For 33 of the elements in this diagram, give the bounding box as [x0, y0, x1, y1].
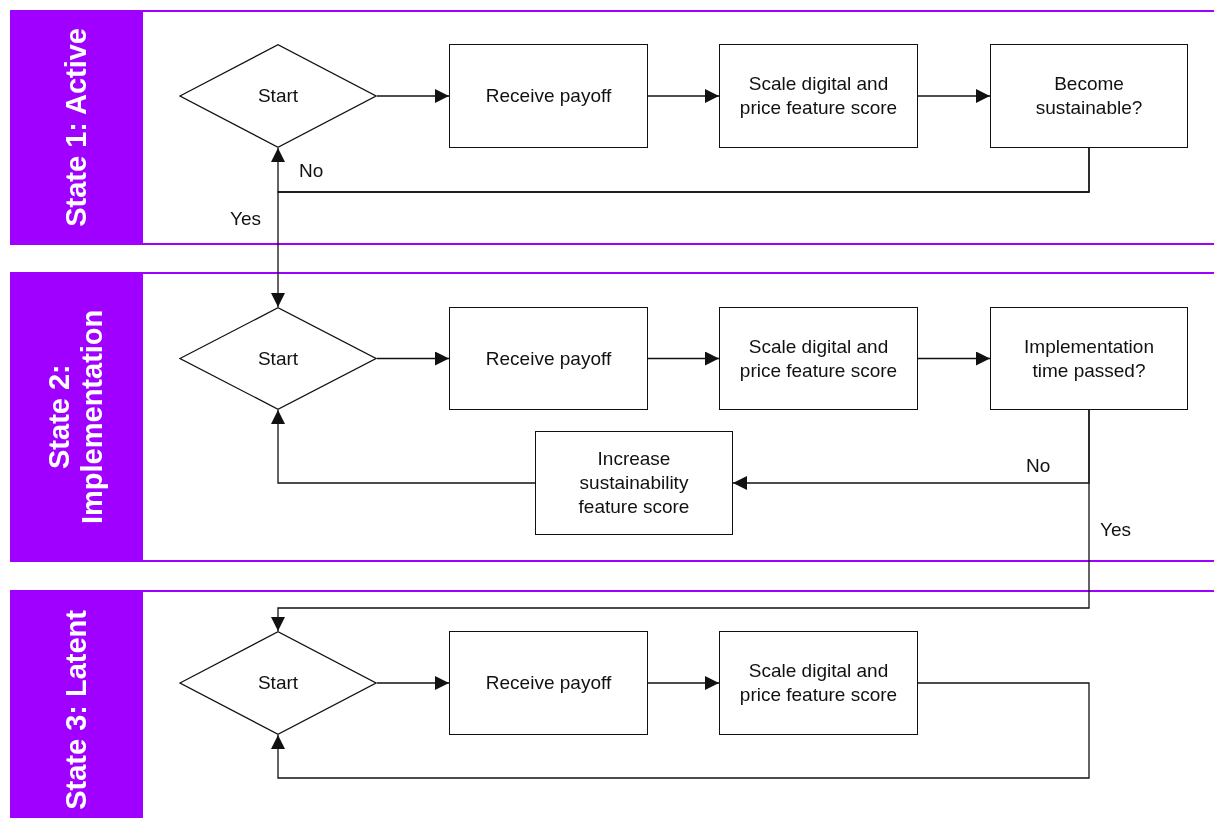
arrow [376, 351, 450, 366]
arrow [376, 676, 450, 690]
swimlane [10, 272, 1214, 562]
lane-title: State 3: Latent [59, 610, 93, 810]
swimlane [10, 10, 1214, 245]
arrow [647, 351, 720, 366]
process-box: Receive payoff [449, 631, 648, 735]
arrow [917, 351, 991, 366]
node-text: Start [257, 346, 299, 371]
arrow [647, 89, 720, 103]
decision-diamond [179, 307, 377, 410]
node-text: Start [257, 671, 299, 695]
swimlane [10, 590, 1214, 818]
lane-title: State 1: Active [59, 28, 93, 227]
arrow [647, 676, 720, 690]
process-box: Become sustainable? [990, 44, 1188, 148]
arrow [271, 409, 1090, 632]
process-box: Increase sustainability feature score [535, 431, 733, 535]
arrow [917, 89, 991, 103]
arrow [271, 409, 536, 484]
node-text: Start [257, 84, 299, 108]
process-box: Receive payoff [449, 307, 648, 410]
lane-title: State 2: Implementation [43, 308, 110, 527]
arrow [376, 89, 450, 103]
process-box: Scale digital and price feature score [719, 631, 918, 735]
process-box: Receive payoff [449, 44, 648, 148]
process-box: Scale digital and price feature score [719, 307, 918, 410]
decision-diamond [179, 44, 377, 148]
process-box: Scale digital and price feature score [719, 44, 918, 148]
arrow [271, 682, 1090, 779]
arrow [271, 147, 1090, 308]
process-box: Implementation time passed? [990, 307, 1188, 410]
decision-diamond [179, 631, 377, 735]
